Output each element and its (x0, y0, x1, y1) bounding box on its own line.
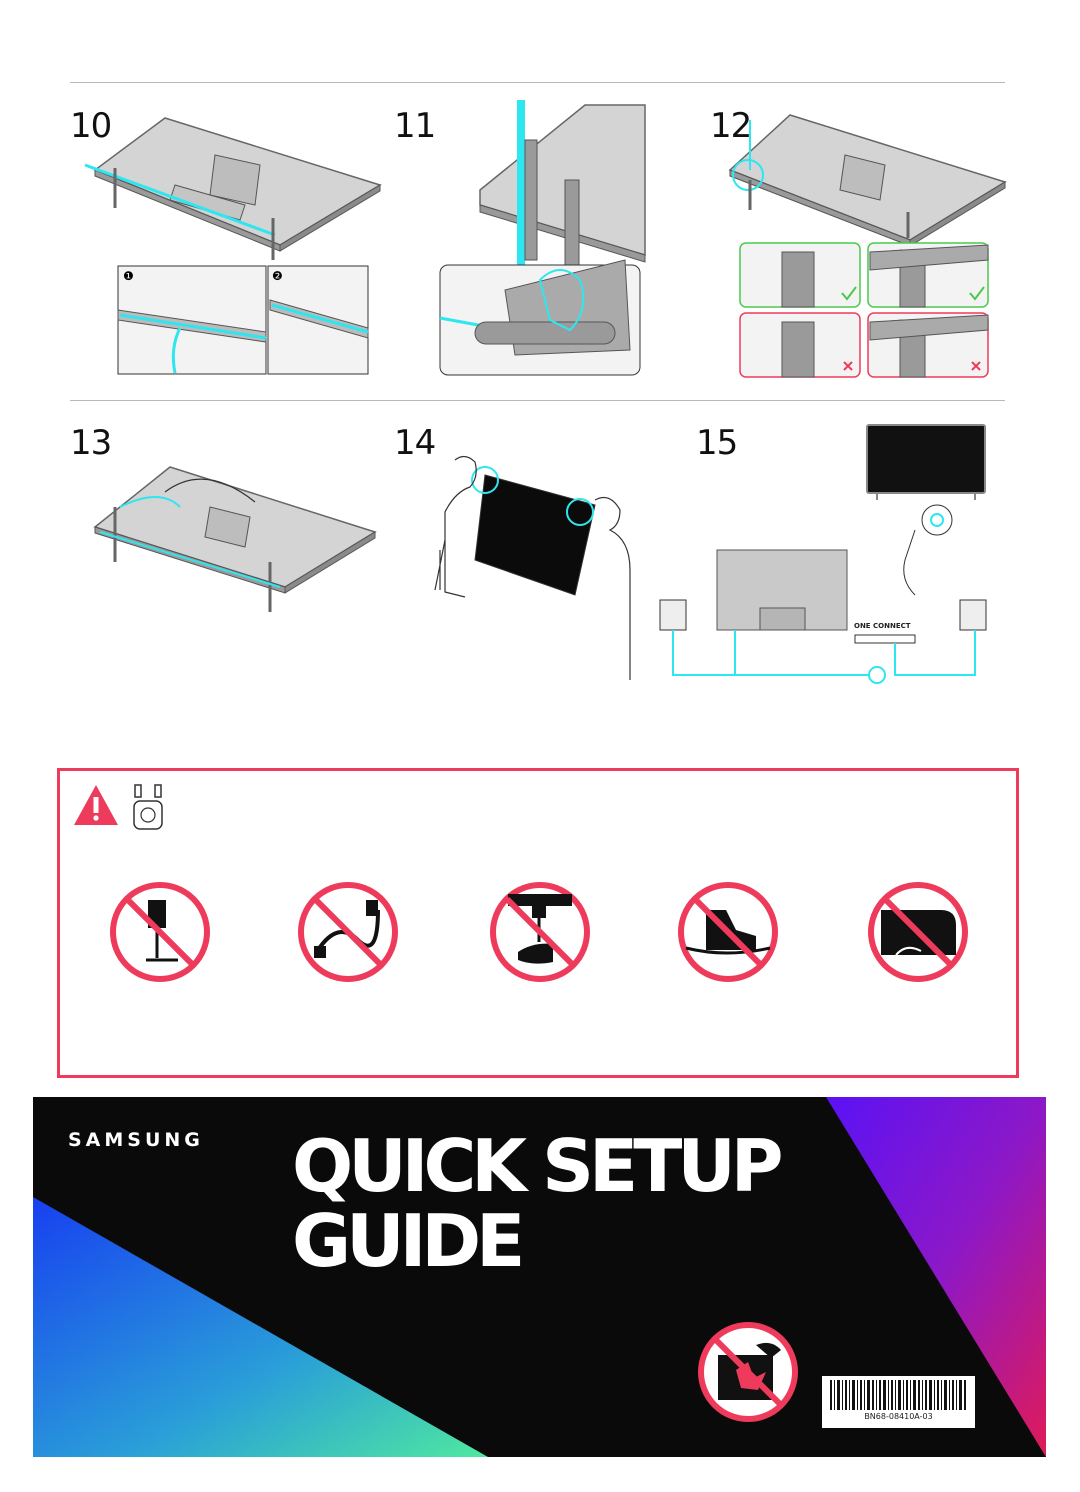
warning-box (57, 768, 1019, 1078)
cross-icon (843, 361, 853, 371)
step-15-illustration (659, 424, 987, 684)
barcode-bars (830, 1380, 966, 1410)
no-crushing-icon (698, 1322, 798, 1422)
check-icon (969, 286, 985, 301)
step-number-11: 11 (394, 106, 436, 146)
sub-step-2-label: ❷ (272, 269, 283, 283)
check-icon (841, 286, 857, 301)
cover-gradient-shapes (33, 1097, 1046, 1457)
title-line-1: QUICK SETUP (292, 1124, 784, 1208)
step-13-illustration (93, 466, 377, 612)
step-number-12: 12 (710, 106, 752, 146)
step-10-illustration: ❶ ❷ (84, 117, 382, 375)
step-number-15: 15 (696, 423, 738, 463)
step-12-illustration (728, 114, 1007, 378)
step-11-illustration (439, 100, 646, 376)
middle-divider (70, 400, 1005, 401)
no-cable-under-tv-icon (868, 882, 968, 982)
power-plug-icon (133, 784, 163, 830)
sub-step-1-label: ❶ (123, 269, 134, 283)
barcode: BN68-08410A-03 (822, 1376, 975, 1428)
step-number-14: 14 (394, 423, 436, 463)
no-stepping-on-cable-icon (678, 882, 778, 982)
no-pulling-cable-icon (490, 882, 590, 982)
barcode-number: BN68-08410A-03 (864, 1412, 933, 1421)
one-connect-label: ONE CONNECT (854, 622, 911, 630)
title-line-2: GUIDE (292, 1199, 525, 1283)
top-divider (70, 82, 1005, 83)
no-bending-plug-icon (110, 882, 210, 982)
no-tangled-cable-icon (298, 882, 398, 982)
cross-icon (971, 361, 981, 371)
warning-triangle-icon (74, 785, 118, 825)
samsung-logo: SAMSUNG (68, 1129, 204, 1151)
step-number-13: 13 (70, 423, 112, 463)
step-14-illustration (434, 455, 631, 680)
step-number-10: 10 (70, 106, 112, 146)
